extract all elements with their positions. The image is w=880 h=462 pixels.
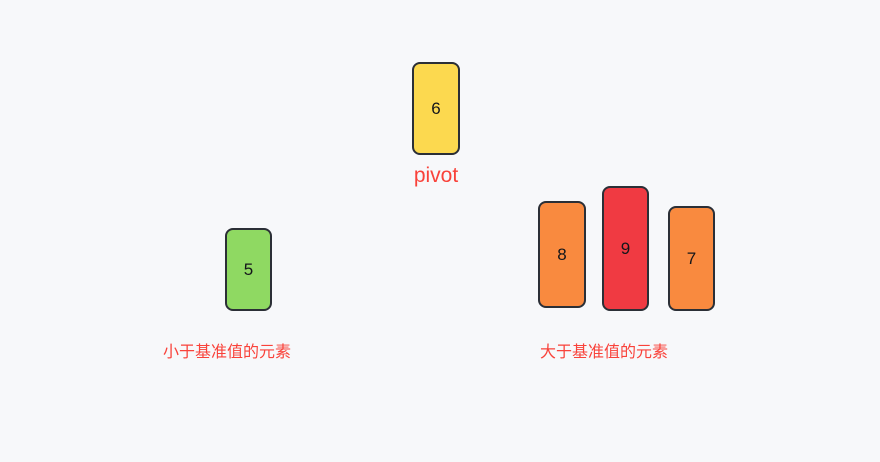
- right-group-bar-1[interactable]: 9: [602, 186, 649, 311]
- pivot-bar[interactable]: 6: [412, 62, 460, 155]
- right-group-bar-0[interactable]: 8: [538, 201, 586, 308]
- right-group-bar-1-value: 9: [620, 239, 631, 258]
- left-group-caption: 小于基准值的元素: [163, 344, 292, 361]
- pivot-bar-value: 6: [431, 99, 441, 118]
- right-group-bar-0-value: 8: [557, 245, 567, 264]
- pivot-caption: pivot: [413, 164, 459, 187]
- left-group-bar-0-value: 5: [243, 260, 254, 279]
- right-group-bar-2-value: 7: [686, 249, 697, 268]
- right-group-caption: 大于基准值的元素: [540, 344, 669, 361]
- right-group-bar-2[interactable]: 7: [668, 206, 715, 311]
- left-group-bar-0[interactable]: 5: [225, 228, 272, 311]
